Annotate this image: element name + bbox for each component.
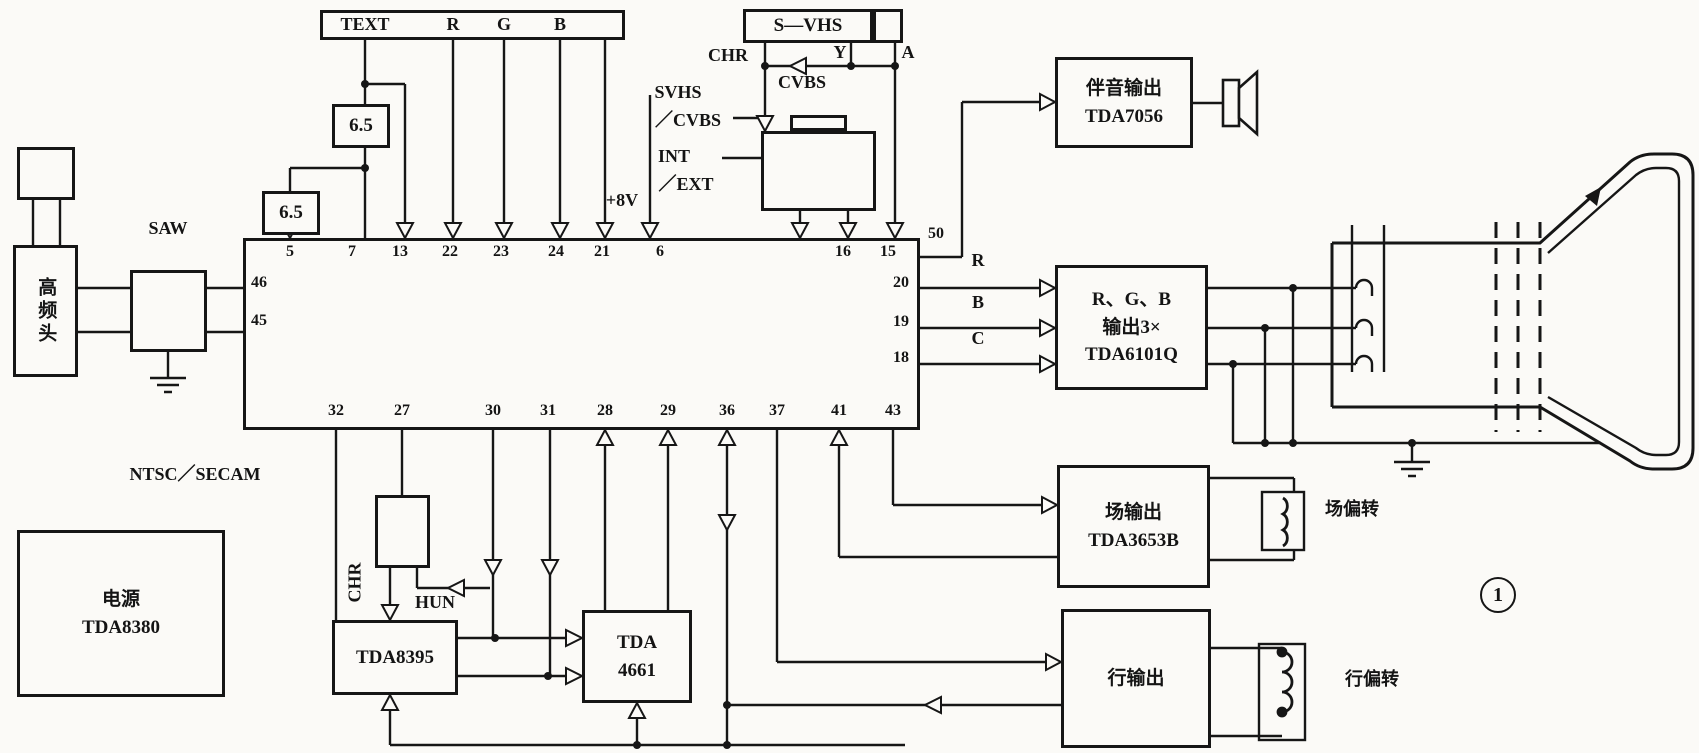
pin-46: 46 bbox=[251, 274, 267, 291]
ground-icon bbox=[1394, 443, 1430, 478]
tda4661-block: TDA 4661 bbox=[582, 610, 692, 703]
pin-43: 43 bbox=[885, 402, 901, 419]
line-output-block: 行输出 bbox=[1061, 609, 1211, 748]
pin-28: 28 bbox=[597, 402, 613, 419]
filter-6-5-a: 6.5 bbox=[332, 104, 390, 148]
b-input-label: B bbox=[553, 14, 567, 34]
svhs-select-label-1: SVHS bbox=[654, 82, 702, 102]
g-input-label: G bbox=[496, 14, 512, 34]
pin-29: 29 bbox=[660, 402, 676, 419]
pin-6: 6 bbox=[656, 243, 664, 260]
line-deflection-label: 行偏转 bbox=[1345, 669, 1399, 689]
pin-50: 50 bbox=[928, 225, 944, 242]
pin-22: 22 bbox=[442, 243, 458, 260]
crt-cathode bbox=[1354, 354, 1374, 372]
saw-label: SAW bbox=[148, 218, 188, 238]
ground-icon bbox=[150, 352, 186, 394]
speaker-icon bbox=[1221, 69, 1259, 137]
pin-7: 7 bbox=[348, 243, 356, 260]
input-switch-box bbox=[761, 131, 876, 211]
ntsc-secam-switch-box bbox=[375, 495, 430, 568]
pin-21: 21 bbox=[594, 243, 610, 260]
pin-16: 16 bbox=[835, 243, 851, 260]
pin-32: 32 bbox=[328, 402, 344, 419]
tuner-label: 高频头 bbox=[35, 276, 57, 346]
pin-45: 45 bbox=[251, 312, 267, 329]
pin-20: 20 bbox=[893, 274, 909, 291]
svhs-select-label-2: ／CVBS bbox=[654, 110, 722, 130]
signal-c-label: C bbox=[971, 328, 985, 348]
text-input-label: TEXT bbox=[340, 14, 390, 34]
a-label: A bbox=[901, 42, 915, 62]
line-deflection-coil bbox=[1257, 642, 1307, 742]
svhs-header-ext-box bbox=[873, 9, 903, 43]
audio-output-block: 伴音输出 TDA7056 bbox=[1055, 57, 1193, 148]
switch-bridge-box bbox=[790, 115, 847, 131]
hun-label: HUN bbox=[415, 592, 455, 612]
pin-30: 30 bbox=[485, 402, 501, 419]
pin-13: 13 bbox=[392, 243, 408, 260]
rgb-output-block: R、G、B 输出3× TDA6101Q bbox=[1055, 265, 1208, 390]
text-rgb-header-box bbox=[320, 10, 625, 40]
pin-41: 41 bbox=[831, 402, 847, 419]
ntsc-secam-label: NTSC／SECAM bbox=[129, 464, 261, 484]
crt-cathode bbox=[1354, 318, 1374, 336]
int-ext-label-1: INT bbox=[657, 146, 691, 166]
y-label: Y bbox=[833, 42, 847, 62]
pin-5: 5 bbox=[286, 243, 294, 260]
tda8395-block: TDA8395 bbox=[332, 620, 458, 695]
saw-filter-block bbox=[130, 270, 207, 352]
pin-23: 23 bbox=[493, 243, 509, 260]
pin-31: 31 bbox=[540, 402, 556, 419]
signal-r-label: R bbox=[971, 250, 985, 270]
pin-36: 36 bbox=[719, 402, 735, 419]
pin-19: 19 bbox=[893, 313, 909, 330]
int-ext-label-2: ／EXT bbox=[658, 174, 714, 194]
figure-number-badge: 1 bbox=[1480, 577, 1516, 613]
pin-15: 15 bbox=[880, 243, 896, 260]
pin-18: 18 bbox=[893, 349, 909, 366]
filter-6-5-b: 6.5 bbox=[262, 191, 320, 235]
crt-heater-rails bbox=[1350, 225, 1386, 372]
crt-picture-tube bbox=[1330, 152, 1695, 471]
field-output-block: 场输出 TDA3653B bbox=[1057, 465, 1210, 588]
beam-arrow-icon bbox=[1585, 187, 1601, 206]
pin-27: 27 bbox=[394, 402, 410, 419]
chr-top-label: CHR bbox=[708, 45, 748, 65]
field-deflection-coil bbox=[1260, 490, 1306, 552]
plus-8v-label: +8V bbox=[605, 190, 639, 210]
signal-b-label: B bbox=[971, 292, 985, 312]
antenna-box bbox=[17, 147, 75, 200]
svhs-header-box: S—VHS bbox=[743, 9, 873, 43]
field-deflection-label: 场偏转 bbox=[1325, 499, 1379, 519]
pin-37: 37 bbox=[769, 402, 785, 419]
chr-left-label: CHR bbox=[344, 562, 365, 603]
junction-dots bbox=[361, 62, 1416, 749]
crt-grids bbox=[1494, 222, 1542, 432]
signal-arrows bbox=[280, 56, 1064, 719]
crt-cathode bbox=[1354, 278, 1374, 296]
tuner-block: 高频头 bbox=[13, 245, 78, 377]
cvbs-label: CVBS bbox=[777, 72, 827, 92]
power-supply-block: 电源 TDA8380 bbox=[17, 530, 225, 697]
main-ic-block bbox=[243, 238, 920, 430]
pin-24: 24 bbox=[548, 243, 564, 260]
r-input-label: R bbox=[446, 14, 460, 34]
